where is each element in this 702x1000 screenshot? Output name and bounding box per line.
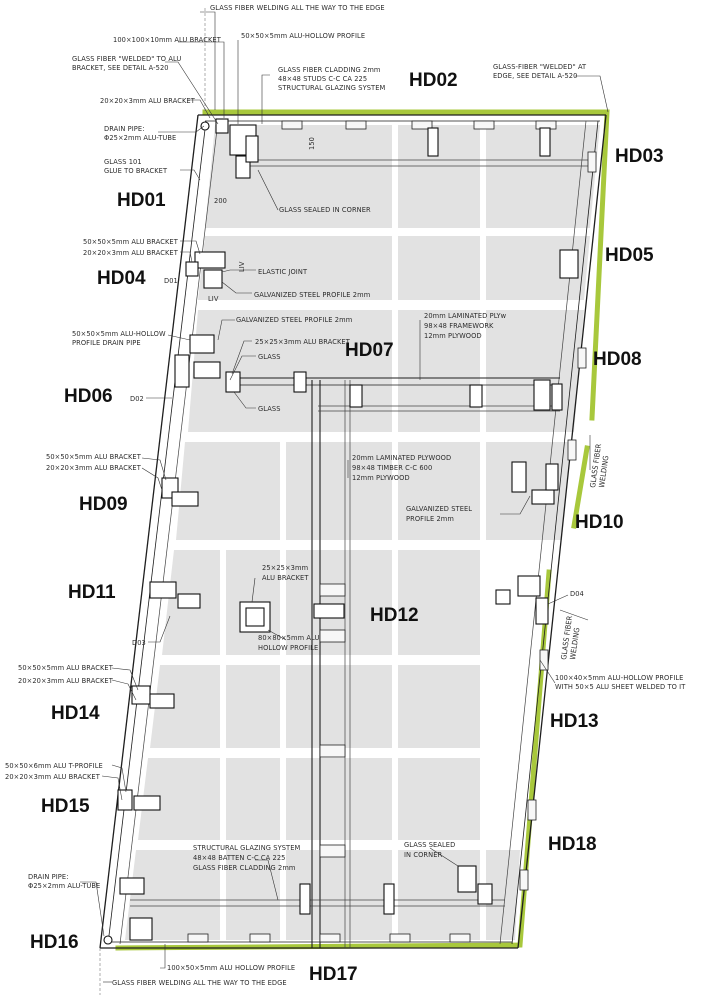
note-glass-sealed-a: GLASS SEALED IN CORNER: [279, 205, 371, 214]
note-gf-welded-2: BRACKET, SEE DETAIL A-520: [72, 63, 169, 72]
note-alu-bracket-50-a: 50×50×5mm ALU BRACKET: [83, 237, 179, 246]
note-alu-hollow-100-1: 100×40×5mm ALU-HOLLOW PROFILE: [555, 673, 683, 682]
detail-tag-hd11: HD11: [68, 582, 116, 603]
detail-tag-hd06: HD06: [64, 386, 113, 407]
note-gf-edge-2: EDGE, SEE DETAIL A-520: [493, 71, 577, 80]
note-alu-hollow-50: 50×50×5mm ALU-HOLLOW PROFILE: [241, 31, 365, 40]
detail-tag-hd04: HD04: [97, 268, 146, 289]
note-liv-1: LIV: [237, 261, 246, 272]
note-alu-bracket-20-b: 20×20×3mm ALU BRACKET: [83, 248, 179, 257]
profiles: [103, 118, 579, 945]
note-alu-hollow-drain-2: PROFILE DRAIN PIPE: [72, 338, 141, 347]
note-drain-pipe-b1: DRAIN PIPE:: [28, 872, 69, 881]
note-dim-200: 200: [214, 196, 227, 205]
detail-tag-hd07: HD07: [345, 340, 394, 361]
note-alu-bracket-20-e: 20×20×3mm ALU BRACKET: [5, 772, 101, 781]
note-alu-hollow-100-2: WITH 50×5 ALU SHEET WELDED TO IT: [555, 682, 686, 691]
detail-tags: HD02 HD03 HD01 HD05 HD04 HD07 HD08 HD06 …: [30, 70, 664, 985]
note-d03: D03: [132, 638, 146, 647]
detail-tag-hd01: HD01: [117, 190, 166, 211]
note-alu-hollow-80-2: HOLLOW PROFILE: [258, 643, 318, 652]
detail-tag-hd12: HD12: [370, 605, 419, 626]
note-alu-hollow-drain-1: 50×50×5mm ALU-HOLLOW: [72, 329, 166, 338]
note-gf-cladding-2: 48×48 STUDS C-C CA 225: [278, 74, 367, 83]
note-glass-2: GLASS: [258, 404, 281, 413]
note-alu-bracket-25-a: 25×25×3mm ALU BRACKET: [255, 337, 351, 346]
detail-tag-hd05: HD05: [605, 245, 654, 266]
note-galv-steel-b: GALVANIZED STEEL PROFILE 2mm: [236, 315, 352, 324]
note-d01: D01: [164, 276, 178, 285]
note-sg-bottom-1: STRUCTURAL GLAZING SYSTEM: [193, 843, 301, 852]
note-sg-bottom-3: GLASS FIBER CLADDING 2mm: [193, 863, 296, 872]
note-liv-2: LIV: [208, 294, 219, 303]
note-weld-bottom: GLASS FIBER WELDING ALL THE WAY TO THE E…: [112, 978, 287, 987]
note-glass-sealed-b2: IN CORNER: [404, 850, 443, 859]
note-galv-steel-c2: PROFILE 2mm: [406, 514, 454, 523]
detail-tag-hd16: HD16: [30, 932, 79, 953]
note-d04: D04: [570, 589, 584, 598]
detail-tag-hd13: HD13: [550, 711, 599, 732]
note-alu-bracket-50-d: 50×50×5mm ALU BRACKET: [18, 663, 114, 672]
note-gf-cladding-3: STRUCTURAL GLAZING SYSTEM: [278, 83, 386, 92]
detail-tag-hd03: HD03: [615, 146, 664, 167]
note-glass-1: GLASS: [258, 352, 281, 361]
note-elastic-joint: ELASTIC JOINT: [258, 267, 308, 276]
note-sg-bottom-2: 48×48 BATTEN C-C CA 225: [193, 853, 286, 862]
note-alu-hollow-bottom: 100×50×5mm ALU HOLLOW PROFILE: [167, 963, 295, 972]
detail-tag-hd09: HD09: [79, 494, 128, 515]
note-alu-bracket-50-c: 50×50×5mm ALU BRACKET: [46, 452, 142, 461]
glass-fiber-edge: [115, 109, 610, 951]
note-ply-a3: 12mm PLYWOOD: [424, 331, 482, 340]
detail-tag-hd14: HD14: [51, 703, 100, 724]
note-alu-bracket-100: 100×100×10mm ALU BRACKET: [113, 35, 222, 44]
note-weld-top: GLASS FIBER WELDING ALL THE WAY TO THE E…: [210, 3, 385, 12]
note-alu-bracket-20-a: 20×20×3mm ALU BRACKET: [100, 96, 196, 105]
detail-tag-hd08: HD08: [593, 349, 642, 370]
detail-tag-hd15: HD15: [41, 796, 90, 817]
detail-tag-hd17: HD17: [309, 964, 358, 985]
note-alu-bracket-20-d: 20×20×3mm ALU BRACKET: [18, 676, 114, 685]
note-alu-bracket-20-c: 20×20×3mm ALU BRACKET: [46, 463, 142, 472]
note-alu-bracket-25-b2: ALU BRACKET: [262, 573, 309, 582]
annotations: GLASS FIBER WELDING ALL THE WAY TO THE E…: [5, 3, 686, 987]
note-ply-b2: 98×48 TIMBER C-C 600: [352, 463, 432, 472]
note-alu-t-profile: 50×50×6mm ALU T-PROFILE: [5, 761, 103, 770]
note-gf-weld-right-4: WELDING: [568, 627, 581, 660]
note-d02: D02: [130, 394, 144, 403]
note-gf-welded-1: GLASS FIBER "WELDED" TO ALU: [72, 54, 181, 63]
note-glass101-1: GLASS 101: [104, 157, 142, 166]
note-gf-cladding-1: GLASS FIBER CLADDING 2mm: [278, 65, 381, 74]
note-dim-150: 150: [307, 137, 316, 150]
detail-tag-hd02: HD02: [409, 70, 458, 91]
timber-blocks: [187, 120, 597, 943]
note-drain-pipe-a1: DRAIN PIPE:: [104, 124, 145, 133]
note-galv-steel-c1: GALVANIZED STEEL: [406, 504, 472, 513]
note-ply-b1: 20mm LAMINATED PLYWOOD: [352, 453, 451, 462]
note-alu-bracket-25-b1: 25×25×3mm: [262, 563, 308, 572]
detail-tag-hd10: HD10: [575, 512, 624, 533]
note-ply-a1: 20mm LAMINATED PLYw: [424, 311, 507, 320]
note-drain-pipe-a2: Φ25×2mm ALU-TUBE: [104, 133, 176, 142]
note-drain-pipe-b2: Φ25×2mm ALU-TUBE: [28, 881, 100, 890]
note-ply-b3: 12mm PLYWOOD: [352, 473, 410, 482]
note-glass-sealed-b1: GLASS SEALED: [404, 840, 455, 849]
detail-tag-hd18: HD18: [548, 834, 597, 855]
note-gf-weld-right-2: WELDING: [597, 455, 610, 488]
note-gf-edge-1: GLASS-FIBER "WELDED" AT: [493, 62, 587, 71]
note-alu-hollow-80-1: 80×80×5mm ALU: [258, 633, 319, 642]
note-ply-a2: 98×48 FRAMEWORK: [424, 321, 494, 330]
panel-grid: [125, 125, 600, 940]
note-galv-steel-a: GALVANIZED STEEL PROFILE 2mm: [254, 290, 370, 299]
note-glass101-2: GLUE TO BRACKET: [104, 166, 168, 175]
leader-lines: [80, 11, 609, 983]
